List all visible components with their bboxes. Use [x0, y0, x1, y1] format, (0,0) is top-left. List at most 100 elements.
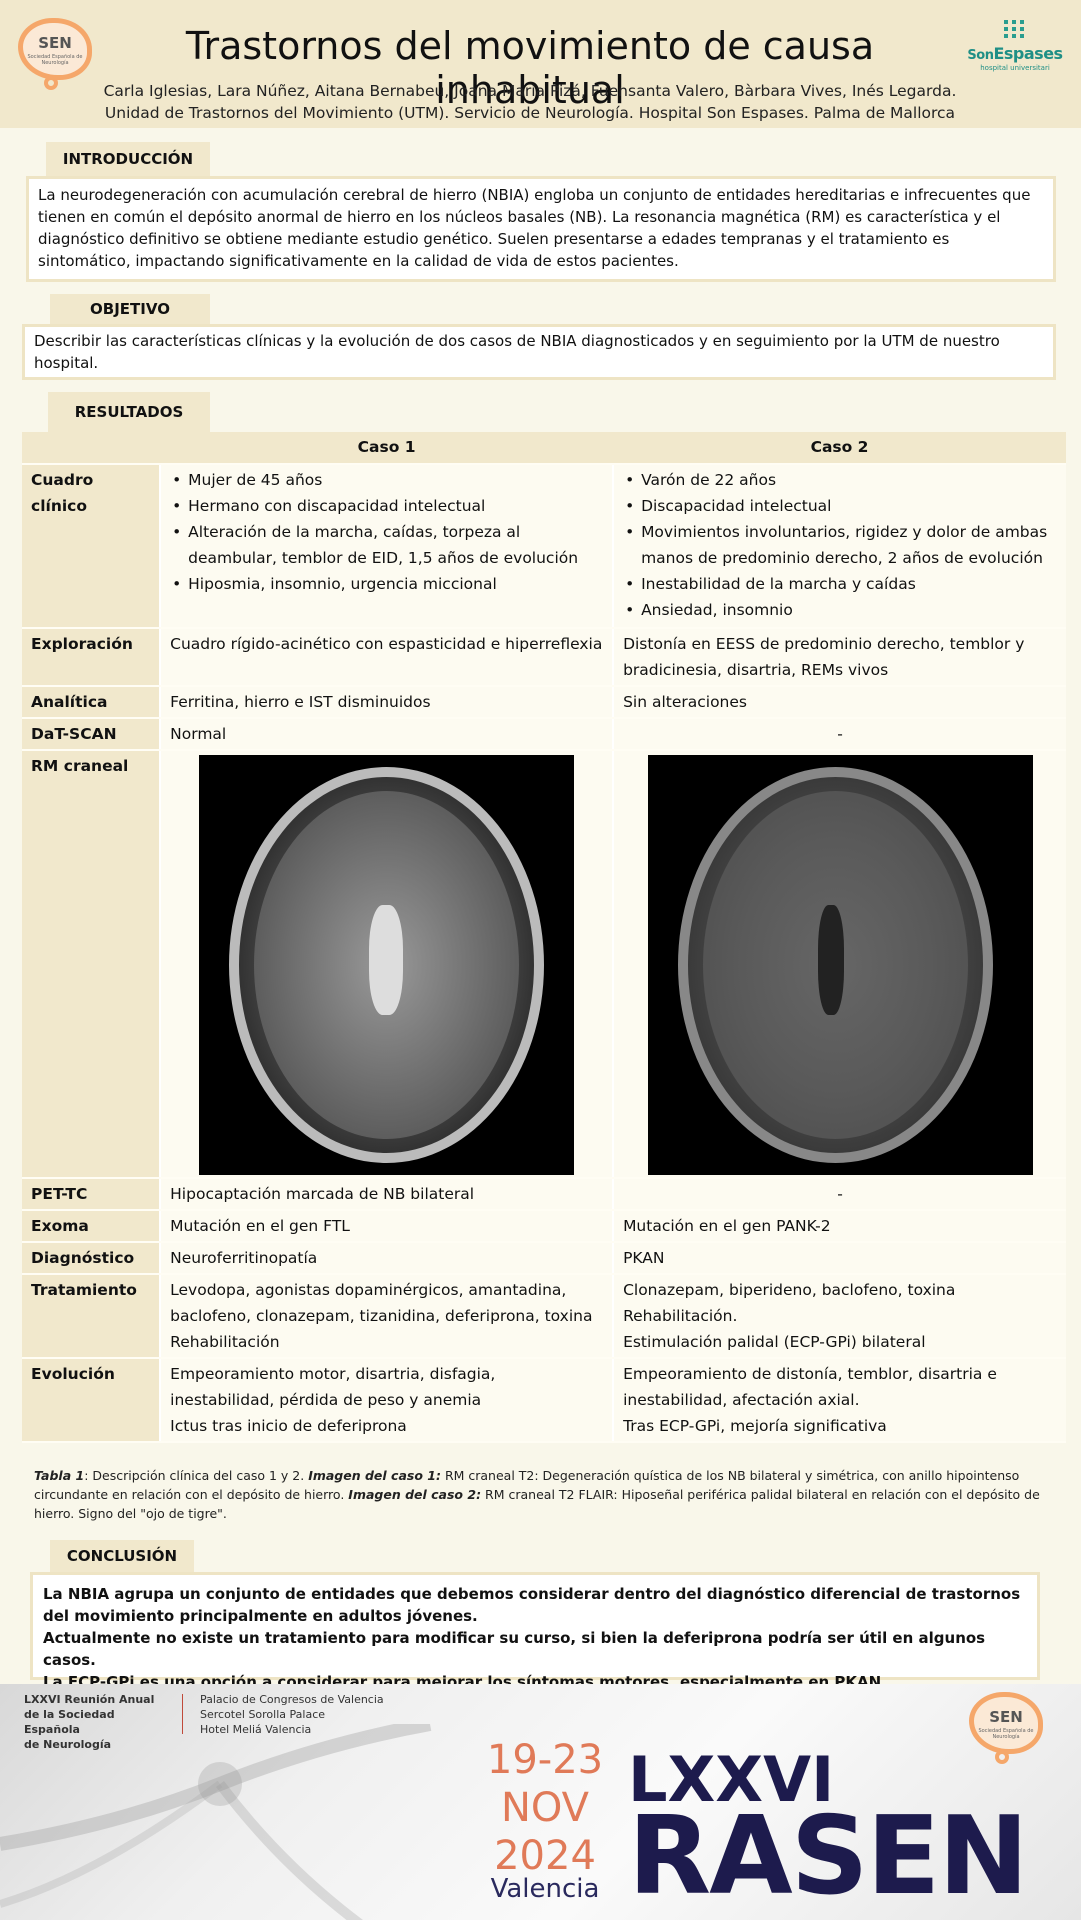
table-row: Diagnóstico Neuroferritinopatía PKAN	[22, 1242, 1066, 1275]
list-item: Hermano con discapacidad intelectual	[170, 493, 603, 519]
affiliation: Unidad de Trastornos del Movimiento (UTM…	[104, 104, 956, 122]
caption-text-3: RM craneal T2 FLAIR: Hiposeñal periféric…	[34, 1487, 1040, 1521]
table-row: PET-TC Hipocaptación marcada de NB bilat…	[22, 1178, 1066, 1211]
text-line: Hotel Meliá Valencia	[200, 1723, 312, 1736]
cell-caso1-rm	[159, 750, 614, 1179]
son-espases-logo: SonEspases hospital universitari	[960, 20, 1070, 80]
author-list: Carla Iglesias, Lara Núñez, Aitana Berna…	[103, 82, 957, 100]
poster-header: SEN Sociedad Española de Neurología Tras…	[0, 0, 1081, 128]
caption-text-2: RM craneal T2: Degeneración quística de …	[34, 1468, 1020, 1502]
table-row: Exoma Mutación en el gen FTL Mutación en…	[22, 1210, 1066, 1243]
table-caption: Tabla 1: Descripción clínica del caso 1 …	[34, 1466, 1049, 1523]
cell-caso1-exploracion: Cuadro rígido-acinético con espasticidad…	[159, 628, 614, 687]
text-line: Tras ECP-GPi, mejoría significativa	[623, 1417, 887, 1435]
text-line: LXXVI Reunión Anual	[24, 1693, 155, 1706]
list-item: Ansiedad, insomnio	[623, 597, 1057, 623]
objective-heading: OBJETIVO	[50, 294, 210, 324]
cell-caso1-diagnostico: Neuroferritinopatía	[159, 1242, 614, 1275]
cell-caso1-exoma: Mutación en el gen FTL	[159, 1210, 614, 1243]
text-line: Levodopa, agonistas dopaminérgicos, aman…	[170, 1281, 593, 1325]
list-item: Discapacidad intelectual	[623, 493, 1057, 519]
table-header-row: Caso 1 Caso 2	[22, 432, 1066, 465]
text-line: de Neurología	[24, 1738, 112, 1751]
sen-logo-subtitle: Sociedad Española de Neurología	[27, 54, 83, 66]
text-line: Actualmente no existe un tratamiento par…	[43, 1629, 986, 1669]
cell-caso2-exoma: Mutación en el gen PANK-2	[612, 1210, 1066, 1243]
conference-footer: LXXVI Reunión Anual de la Sociedad Españ…	[0, 1684, 1081, 1920]
list-item: Hiposmia, insomnio, urgencia miccional	[170, 571, 603, 597]
cell-caso1-evolucion: Empeoramiento motor, disartria, disfagia…	[159, 1358, 614, 1443]
row-label: Diagnóstico	[22, 1242, 161, 1275]
cell-caso1-cuadro: Mujer de 45 años Hermano con discapacida…	[159, 464, 614, 629]
table-row: Analítica Ferritina, hierro e IST dismin…	[22, 686, 1066, 719]
footer-date: 19-23 NOV 2024	[470, 1736, 620, 1880]
son-espases-sub: hospital universitari	[980, 64, 1050, 72]
row-label: Evolución	[22, 1358, 161, 1443]
cell-caso1-analitica: Ferritina, hierro e IST disminuidos	[159, 686, 614, 719]
table-row: Exploración Cuadro rígido-acinético con …	[22, 628, 1066, 687]
row-label: Exoma	[22, 1210, 161, 1243]
caption-label-case1: Imagen del caso 1:	[308, 1468, 441, 1483]
conclusion-text: La NBIA agrupa un conjunto de entidades …	[30, 1572, 1040, 1691]
col-caso-1: Caso 1	[160, 432, 614, 465]
table-row: Evolución Empeoramiento motor, disartria…	[22, 1358, 1066, 1443]
row-label: DaT-SCAN	[22, 718, 161, 751]
results-heading: RESULTADOS	[48, 392, 210, 432]
list-item: Alteración de la marcha, caídas, torpeza…	[170, 519, 603, 571]
cell-caso1-tratamiento: Levodopa, agonistas dopaminérgicos, aman…	[159, 1274, 614, 1359]
row-label: RM craneal	[22, 750, 161, 1179]
table-row: RM craneal	[22, 750, 1066, 1179]
intro-heading: INTRODUCCIÓN	[46, 142, 210, 176]
poster-authors: Carla Iglesias, Lara Núñez, Aitana Berna…	[100, 80, 960, 124]
cell-caso1-datscan: Normal	[159, 718, 614, 751]
intro-text: La neurodegeneración con acumulación cer…	[26, 176, 1056, 282]
text-line: de la Sociedad Española	[24, 1708, 115, 1736]
cell-caso2-tratamiento: Clonazepam, biperideno, baclofeno, toxin…	[612, 1274, 1066, 1359]
table-row: Tratamiento Levodopa, agonistas dopaminé…	[22, 1274, 1066, 1359]
sen-logo: SEN Sociedad Española de Neurología	[14, 18, 96, 90]
text-line: La NBIA agrupa un conjunto de entidades …	[43, 1585, 1021, 1625]
row-label: Cuadro clínico	[22, 464, 161, 629]
sen-logo-text: SEN	[989, 1708, 1023, 1726]
footer-city: Valencia	[490, 1874, 600, 1904]
mri-image-case1	[199, 755, 575, 1175]
neuron-background	[0, 1724, 432, 1920]
text-line: Clonazepam, biperideno, baclofeno, toxin…	[623, 1281, 956, 1299]
cell-caso2-analitica: Sin alteraciones	[612, 686, 1066, 719]
cell-caso2-exploracion: Distonía en EESS de predominio derecho, …	[612, 628, 1066, 687]
footer-venues: Palacio de Congresos de Valencia Sercote…	[200, 1692, 400, 1737]
cell-caso2-rm	[612, 750, 1066, 1179]
row-label: Tratamiento	[22, 1274, 161, 1359]
sen-logo-text: SEN	[38, 34, 72, 52]
conclusion-heading: CONCLUSIÓN	[50, 1540, 194, 1572]
date-month: NOV	[500, 1785, 590, 1831]
mri-image-case2	[647, 755, 1033, 1175]
cell-caso2-cuadro: Varón de 22 años Discapacidad intelectua…	[612, 464, 1066, 629]
objective-text: Describir las características clínicas y…	[22, 324, 1056, 380]
text-line: Empeoramiento motor, disartria, disfagia…	[170, 1365, 496, 1409]
text-line: Empeoramiento de distonía, temblor, disa…	[623, 1365, 997, 1409]
table-row: Cuadro clínico Mujer de 45 años Hermano …	[22, 464, 1066, 629]
results-table: Caso 1 Caso 2 Cuadro clínico Mujer de 45…	[22, 432, 1066, 1443]
date-days: 19-23	[486, 1737, 604, 1783]
text-line: Estimulación palidal (ECP-GPi) bilateral	[623, 1333, 926, 1351]
cell-caso2-evolucion: Empeoramiento de distonía, temblor, disa…	[612, 1358, 1066, 1443]
list-item: Mujer de 45 años	[170, 467, 603, 493]
caption-label-case2: Imagen del caso 2:	[348, 1487, 482, 1502]
text-line: Ictus tras inicio de deferiprona	[170, 1417, 407, 1435]
caption-label-table: Tabla 1	[34, 1468, 85, 1483]
list-item: Inestabilidad de la marcha y caídas	[623, 571, 1057, 597]
row-label: Exploración	[22, 628, 161, 687]
dots-icon	[1004, 20, 1024, 40]
row-label: PET-TC	[22, 1178, 161, 1211]
caption-text-1: : Descripción clínica del caso 1 y 2.	[84, 1468, 309, 1483]
text-line: Sercotel Sorolla Palace	[200, 1708, 326, 1721]
date-year: 2024	[494, 1833, 596, 1879]
list-item: Movimientos involuntarios, rigidez y dol…	[623, 519, 1057, 571]
table-row: DaT-SCAN Normal -	[22, 718, 1066, 751]
footer-meeting: LXXVI Reunión Anual de la Sociedad Españ…	[24, 1692, 174, 1752]
row-label: Analítica	[22, 686, 161, 719]
son-espases-name: SonEspases	[967, 44, 1063, 63]
list-item: Varón de 22 años	[623, 467, 1057, 493]
cell-caso2-diagnostico: PKAN	[612, 1242, 1066, 1275]
